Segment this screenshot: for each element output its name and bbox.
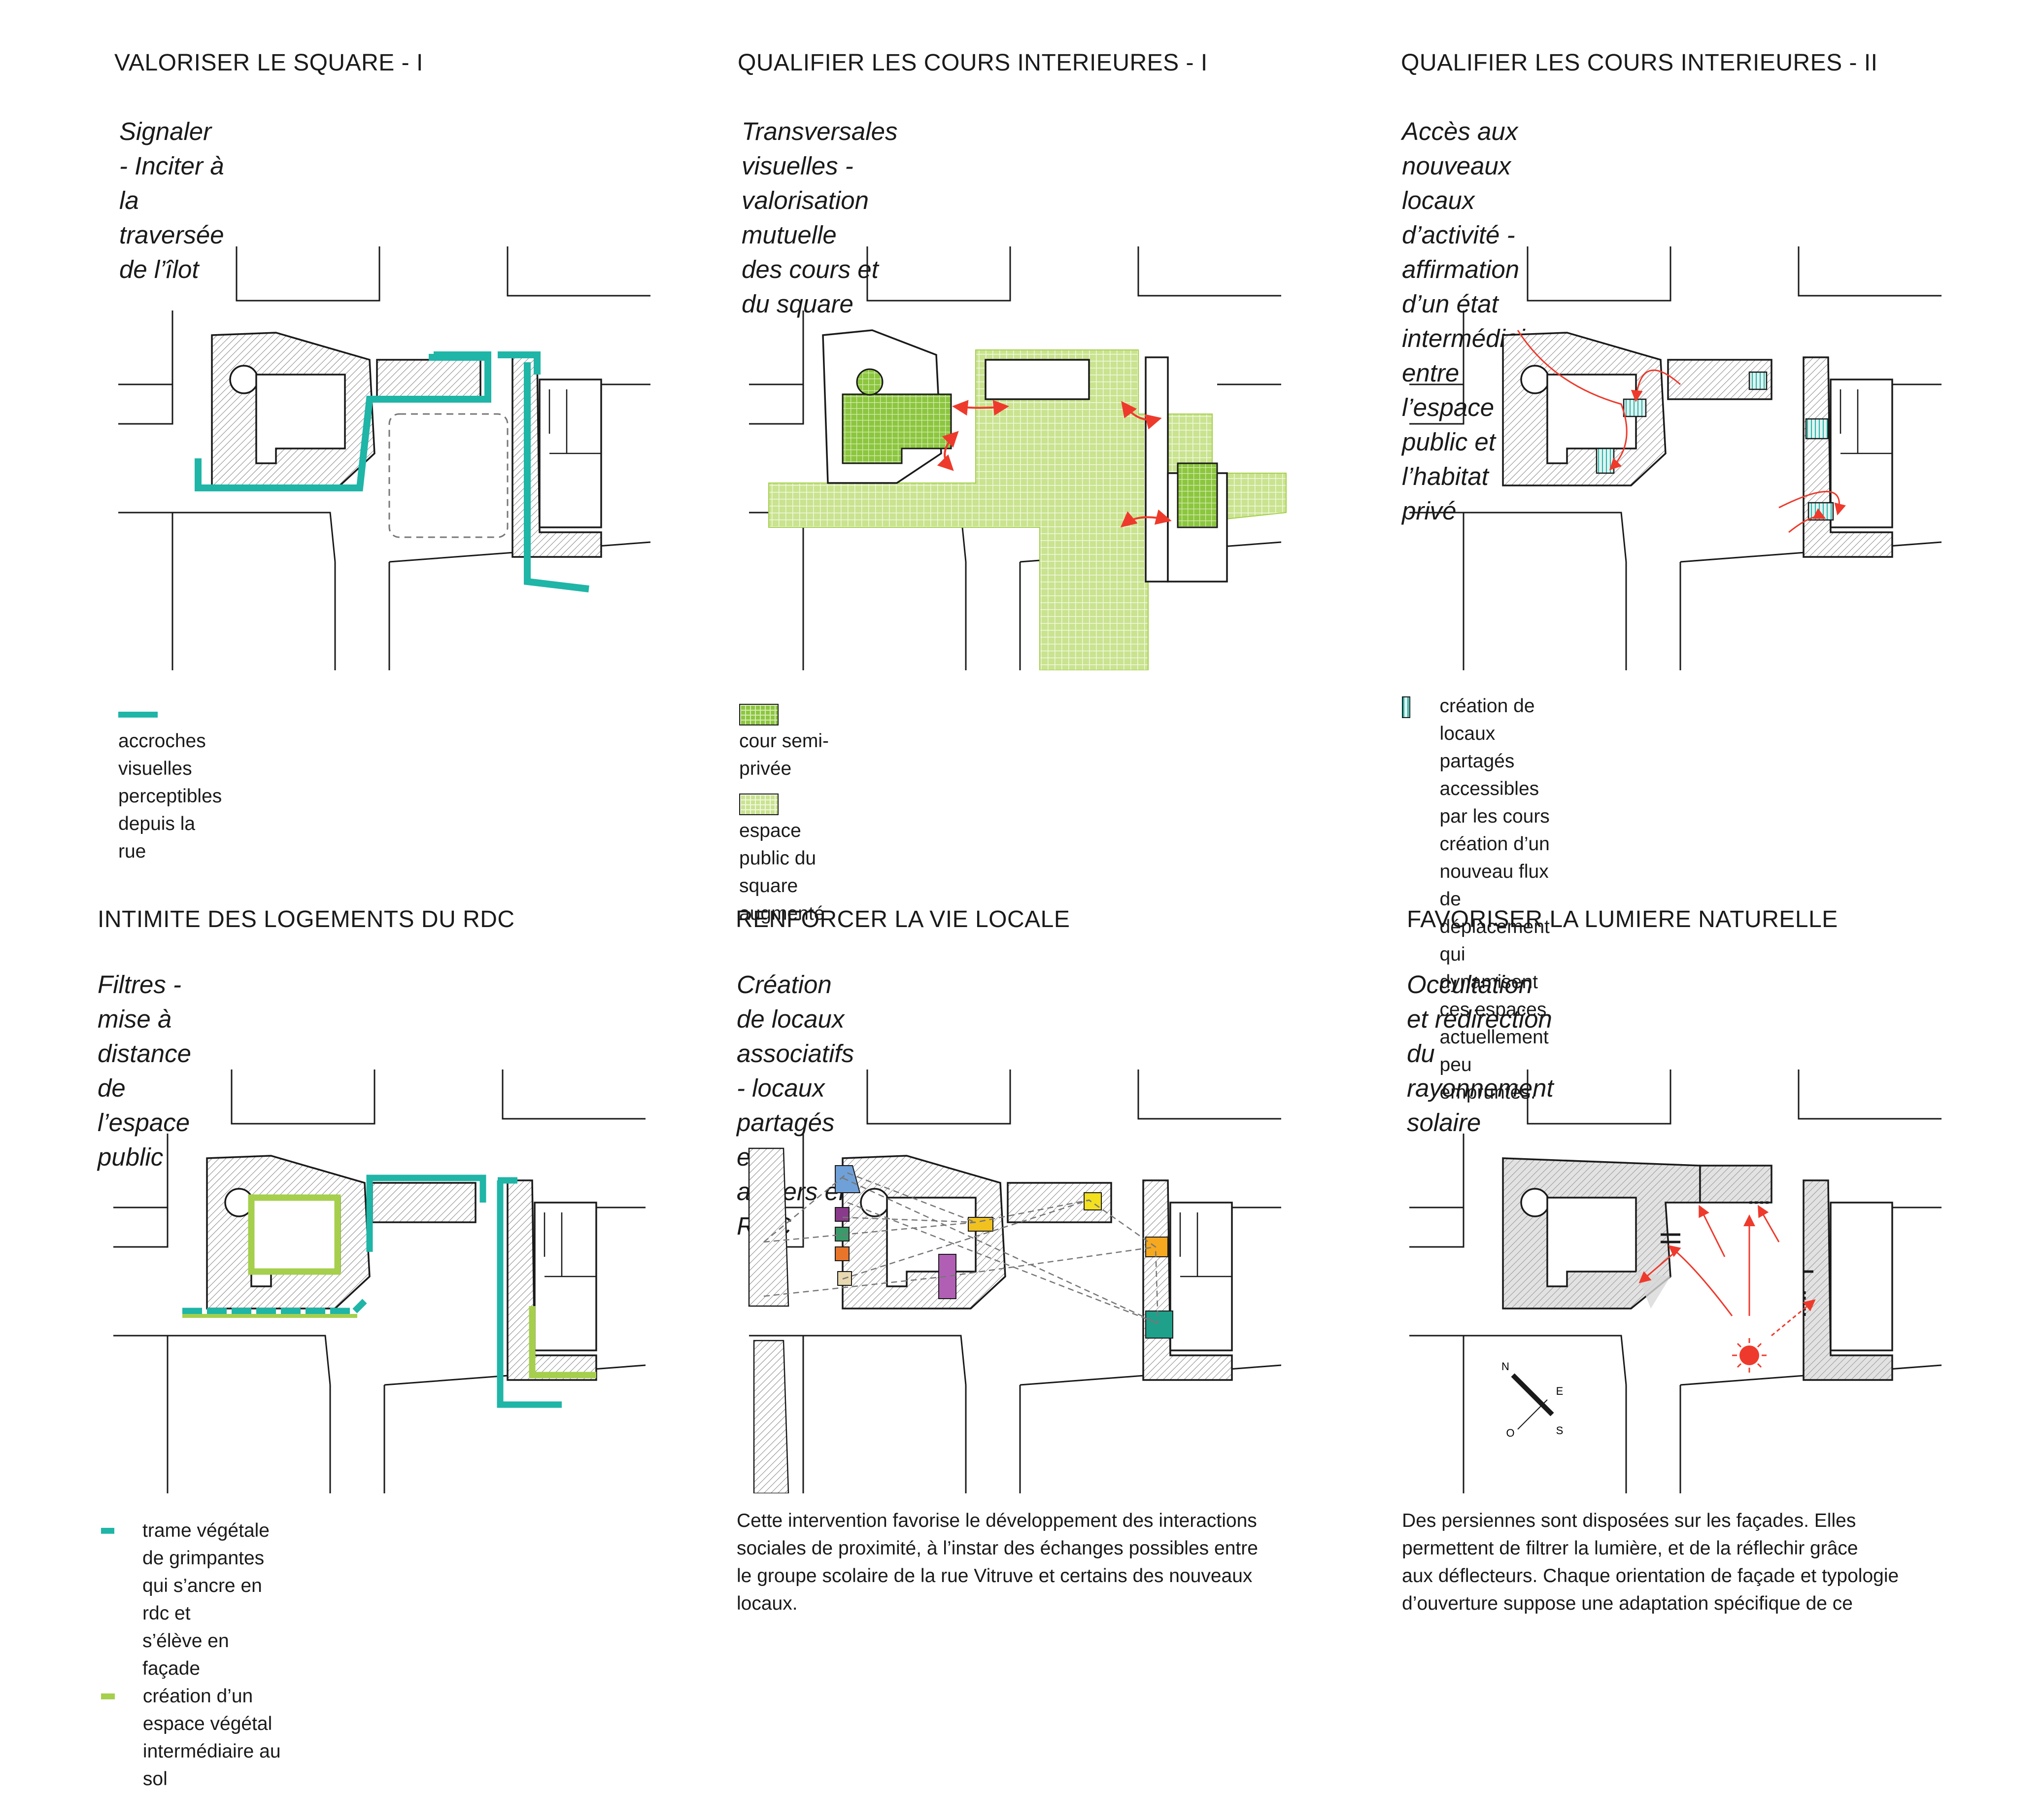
- ground-green-buffer: [248, 1194, 596, 1379]
- subtitle-line: Accès aux nouveaux locaux d’activité - a…: [1402, 117, 1520, 283]
- site-plan: [748, 1069, 1282, 1493]
- legend-text: création d’un nouveau flux de déplacemen…: [1439, 833, 1550, 965]
- legend-text: cour semi-privée: [739, 730, 829, 779]
- subtitle-line: d’un état intermédiaire entre l’espace p…: [1402, 290, 1547, 456]
- school-building: [748, 1147, 789, 1307]
- panel-title: FAVORISER LA LUMIERE NATURELLE: [1407, 906, 1838, 932]
- subtitle-line: Occultation et redirection du rayonnemen…: [1407, 970, 1554, 1137]
- site-plan: [748, 245, 1287, 670]
- panel-subtitle: Signaler - Inciter à la traversée de l’î…: [119, 114, 224, 287]
- legend-text: création d’un espace végétal intermédiai…: [142, 1686, 281, 1790]
- legend-text: création de locaux partagés accessibles …: [1439, 695, 1550, 827]
- legend-lightgreen-line: [101, 1693, 115, 1699]
- panel-subtitle: Transversales visuelles - valorisation m…: [742, 114, 897, 321]
- interaction-links: [763, 1172, 1159, 1324]
- legend-text: permettent de filtrer la lumière, et de …: [1402, 1538, 1858, 1559]
- sun-icon: [1732, 1338, 1767, 1373]
- legend-text: dynamisent ces espaces actuellement peu …: [1439, 971, 1549, 1103]
- legend-text: Des persiennes sont disposées sur les fa…: [1402, 1510, 1856, 1531]
- legend-teal-hatch: [1402, 696, 1410, 718]
- legend: Des persiennes sont disposées sur les fa…: [1402, 1507, 1993, 1618]
- subtitle-line: Création de locaux associatifs - locaux …: [737, 970, 854, 1171]
- panel-subtitle: Filtres - mise à distance de l’espace pu…: [98, 967, 191, 1174]
- legend-teal-line: [101, 1528, 115, 1534]
- panel-subtitle: Accès aux nouveaux locaux d’activité - a…: [1402, 114, 1547, 528]
- compass-icon: N E S O: [1501, 1360, 1563, 1439]
- new-flows: [1517, 330, 1846, 533]
- panel-title: QUALIFIER LES COURS INTERIEURES - II: [1401, 50, 1878, 76]
- panel-subtitle: Occultation et redirection du rayonnemen…: [1407, 967, 1554, 1140]
- legend: accroches visuelles perceptibles depuis …: [118, 700, 222, 865]
- compass-west: O: [1506, 1427, 1514, 1439]
- climbing-plants-frame: [182, 1299, 367, 1314]
- legend: cour semi-privée espace public du square…: [739, 700, 833, 928]
- compass-north: N: [1501, 1360, 1509, 1373]
- subtitle-line: Transversales visuelles - valorisation m…: [742, 117, 898, 249]
- legend-dense-swatch: [739, 703, 779, 725]
- legend: création de locaux partagés accessibles …: [1402, 692, 1566, 1106]
- legend: trame végétale de grimpantes qui s’ancre…: [101, 1517, 281, 1793]
- site-plan: [117, 245, 651, 670]
- panel-title: INTIMITE DES LOGEMENTS DU RDC: [98, 906, 515, 932]
- climbing-plants-frame: [366, 1174, 562, 1408]
- legend: Cette intervention favorise le développe…: [737, 1507, 1318, 1618]
- panel-title: QUALIFIER LES COURS INTERIEURES - I: [738, 50, 1208, 76]
- semi-private-court: [842, 393, 952, 464]
- subtitle-line: Signaler - Inciter à la traversée de l’î…: [119, 117, 224, 283]
- legend-text: accroches visuelles perceptibles depuis …: [118, 730, 222, 862]
- legend-text: trame végétale de grimpantes qui s’ancre…: [142, 1520, 270, 1624]
- legend-text: sociales de proximité, à l’instar des éc…: [737, 1538, 1258, 1559]
- legend-text: Cette intervention favorise le développe…: [737, 1510, 1257, 1531]
- legend-text: le groupe scolaire de la rue Vitruve et …: [737, 1565, 1253, 1586]
- sun-rays: [1638, 1205, 1816, 1337]
- legend-text: espace public du square augmenté: [739, 820, 825, 924]
- subtitle-line: Filtres - mise à distance de l’espace pu…: [98, 970, 191, 1171]
- site-plan: N E S O: [1408, 1069, 1942, 1493]
- subtitle-line: l’habitat privé: [1402, 462, 1489, 525]
- subtitle-line: des cours et du square: [742, 255, 879, 318]
- site-plan: [1408, 245, 1942, 670]
- legend-text: d’ouverture suppose une adaptation spéci…: [1402, 1593, 1853, 1614]
- panel-title: RENFORCER LA VIE LOCALE: [736, 906, 1070, 932]
- legend-text: s’élève en façade: [142, 1630, 229, 1679]
- square-outline: [388, 413, 509, 538]
- compass-south: S: [1556, 1424, 1564, 1437]
- legend-teal-line: [118, 711, 158, 718]
- compass-east: E: [1556, 1385, 1564, 1397]
- school-building: [753, 1340, 789, 1493]
- legend-text: locaux.: [737, 1593, 798, 1614]
- legend-light-swatch: [739, 793, 779, 815]
- associative-premises: [835, 1165, 1173, 1339]
- visual-anchors: [195, 351, 589, 592]
- panel-title: VALORISER LE SQUARE - I: [114, 50, 423, 76]
- visual-transversals: [937, 400, 1172, 528]
- semi-private-court: [1177, 462, 1218, 528]
- site-plan: [112, 1069, 647, 1493]
- legend-text: aux déflecteurs. Chaque orientation de f…: [1402, 1565, 1899, 1586]
